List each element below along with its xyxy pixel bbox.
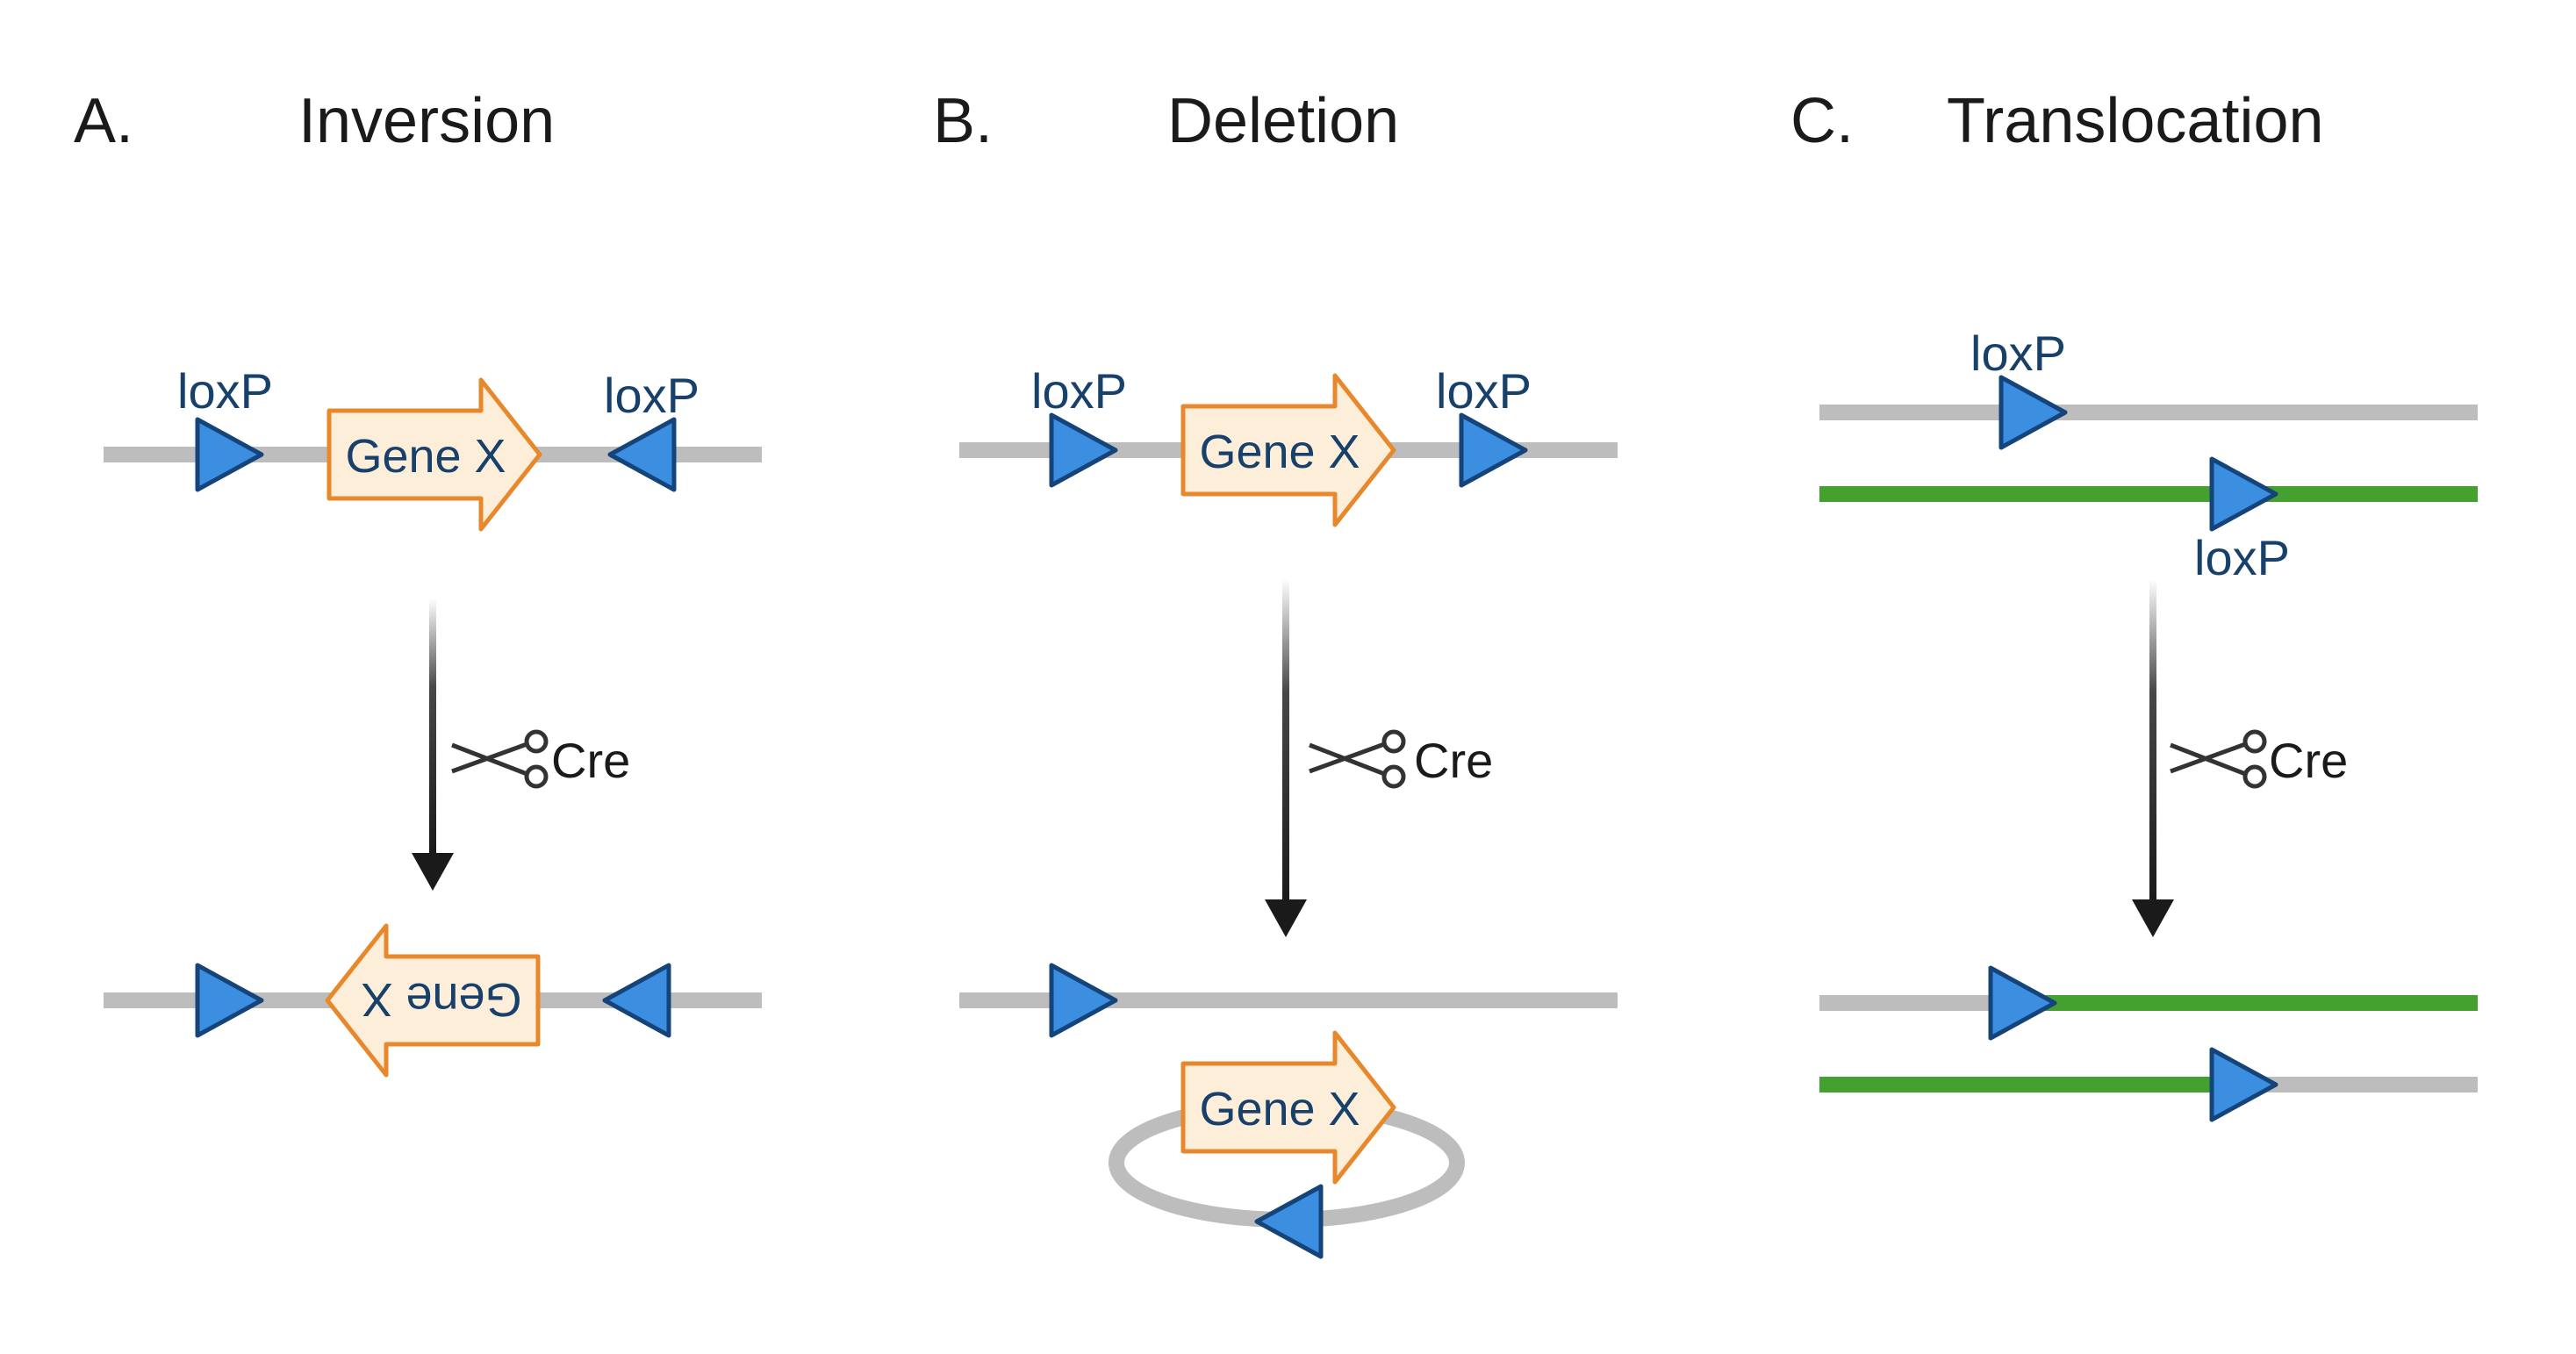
loxp-label-bottom: loxP xyxy=(2194,530,2290,585)
scissors-icon xyxy=(2171,732,2264,786)
gene-x-label: Gene X xyxy=(1199,426,1360,478)
panel-title-deletion: Deletion xyxy=(1167,86,1399,156)
panel-translocation: C. Translocation loxP loxP Cre xyxy=(1790,86,2478,1122)
gene-x-arrow xyxy=(326,377,542,532)
loxp-site-icon xyxy=(602,963,671,1038)
reaction-arrow-shaft xyxy=(1282,579,1289,899)
reaction-arrow-shaft xyxy=(2149,579,2156,899)
cre-label: Cre xyxy=(2269,733,2348,788)
loxp-label-left: loxP xyxy=(177,363,273,419)
loxp-site-icon xyxy=(195,963,264,1038)
loxp-site-icon xyxy=(607,417,677,492)
loxp-label-top: loxP xyxy=(1970,326,2066,381)
loxp-site-icon xyxy=(195,417,264,492)
loxp-site-icon xyxy=(1459,412,1528,488)
loxp-site-icon xyxy=(1254,1184,1324,1259)
loxp-label-right: loxP xyxy=(1436,363,1532,419)
panel-title-translocation: Translocation xyxy=(1947,86,2324,156)
loxp-site-icon xyxy=(2209,1047,2278,1122)
reaction-arrowhead xyxy=(2132,899,2174,937)
panel-letter-b: B. xyxy=(933,86,993,156)
reaction-arrowhead xyxy=(1265,899,1307,937)
panel-letter-a: A. xyxy=(74,86,133,156)
cre-label: Cre xyxy=(551,733,630,788)
gene-x-arrow xyxy=(1180,373,1396,527)
panel-letter-c: C. xyxy=(1790,86,1854,156)
scissors-icon xyxy=(452,732,546,786)
panel-title-inversion: Inversion xyxy=(298,86,555,156)
loxp-site-icon xyxy=(1988,965,2057,1041)
loxp-label-left: loxP xyxy=(1031,363,1127,419)
panel-inversion: A. Inversion loxP loxP Gene X Cre Gene X xyxy=(74,86,762,1078)
loxp-label-right: loxP xyxy=(604,368,700,423)
loxp-site-icon xyxy=(1998,375,2068,450)
panel-deletion: B. Deletion loxP loxP Gene X Cre Gene X xyxy=(933,86,1618,1259)
loxp-site-icon xyxy=(1049,963,1118,1038)
gene-x-label: Gene X xyxy=(1199,1083,1360,1135)
loxp-site-icon xyxy=(2209,456,2278,532)
cre-label: Cre xyxy=(1414,733,1493,788)
gene-x-inverted-arrow xyxy=(325,923,541,1078)
gene-x-inverted-label: Gene X xyxy=(361,973,521,1026)
gene-x-label: Gene X xyxy=(345,430,506,483)
scissors-icon xyxy=(1310,732,1403,786)
reaction-arrow-shaft xyxy=(429,598,436,853)
reaction-arrowhead xyxy=(412,853,454,891)
loxp-site-icon xyxy=(1049,412,1118,488)
gene-x-arrow xyxy=(1180,1030,1396,1185)
